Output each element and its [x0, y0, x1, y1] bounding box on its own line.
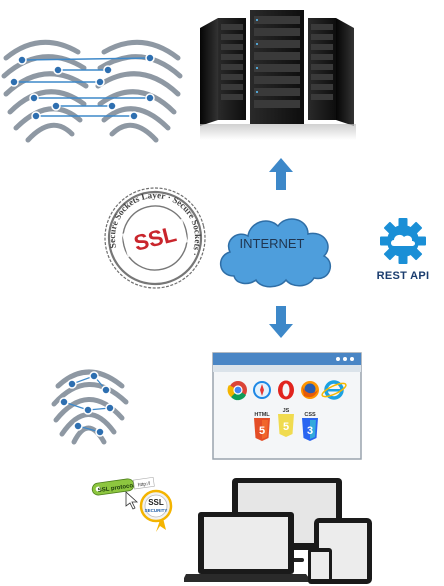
arrow-down-icon [269, 306, 293, 338]
devices-icon [184, 478, 372, 584]
internet-explorer-icon [321, 380, 347, 400]
js-label: JS [283, 408, 290, 414]
ssl-stamp: Secure Sockets Layer · Secure Sockets · … [97, 186, 209, 289]
ssl-protocol-tag-text: SSL protocol [97, 483, 135, 494]
ssl-seal-top-text: SSL [148, 498, 164, 507]
phone-icon [308, 548, 332, 584]
rest-api-label: REST API [376, 270, 430, 282]
ssl-security-badge: SSL protocol http:// SSL SECURITY [91, 476, 173, 532]
chrome-icon [227, 381, 247, 401]
laptop-icon [184, 512, 312, 582]
browser-window: HTML 5 JS 5 CSS 3 [212, 352, 362, 460]
safari-icon [253, 381, 271, 399]
arrow-up-icon [269, 158, 293, 190]
server-rack-icon [200, 10, 356, 140]
rest-api-gear-icon [380, 218, 426, 264]
html5-icon: HTML 5 [254, 412, 270, 441]
cursor-icon [125, 491, 139, 510]
svg-text:5: 5 [283, 421, 289, 433]
html5-label: HTML [254, 412, 270, 418]
fingerprint-match-icon [1, 39, 183, 143]
css3-icon: CSS 3 [302, 412, 318, 441]
opera-icon [278, 380, 294, 400]
internet-cloud-icon [220, 218, 332, 288]
fingerprint-icon [51, 369, 129, 445]
ssl-url-text: http:// [137, 481, 151, 489]
svg-text:3: 3 [307, 425, 313, 437]
javascript-icon: JS 5 [278, 408, 294, 437]
svg-text:5: 5 [259, 425, 265, 437]
ssl-seal-bottom-text: SECURITY [145, 508, 168, 513]
firefox-icon [301, 381, 319, 399]
internet-label: INTERNET [239, 236, 305, 251]
ssl-stamp-center-text: SSL [131, 221, 179, 256]
css3-label: CSS [304, 412, 316, 418]
